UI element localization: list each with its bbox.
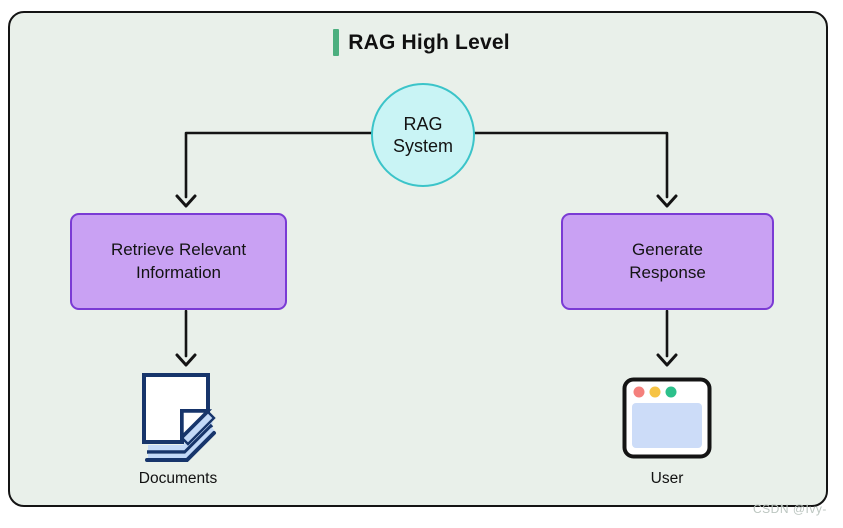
browser-dot-red (633, 386, 645, 398)
documents-label: Documents (138, 470, 218, 487)
node-generate-label: Generate Response (629, 240, 706, 282)
node-generate-response: Generate Response (561, 213, 774, 310)
diagram-title: RAG High Level (0, 29, 843, 56)
title-accent-bar (333, 29, 340, 56)
documents-stack-icon (142, 373, 216, 462)
watermark: CSDN @Ivy- (753, 502, 827, 516)
user-label: User (650, 470, 684, 487)
browser-window-icon (622, 377, 712, 459)
node-retrieve-relevant-information: Retrieve Relevant Information (70, 213, 287, 310)
browser-dot-yellow (649, 386, 661, 398)
title-text: RAG High Level (348, 30, 510, 54)
node-retrieve-label: Retrieve Relevant Information (110, 240, 247, 282)
node-rag-system-label: RAG System (392, 113, 453, 157)
browser-dot-green (665, 386, 677, 398)
node-rag-system: RAG System (371, 83, 475, 187)
